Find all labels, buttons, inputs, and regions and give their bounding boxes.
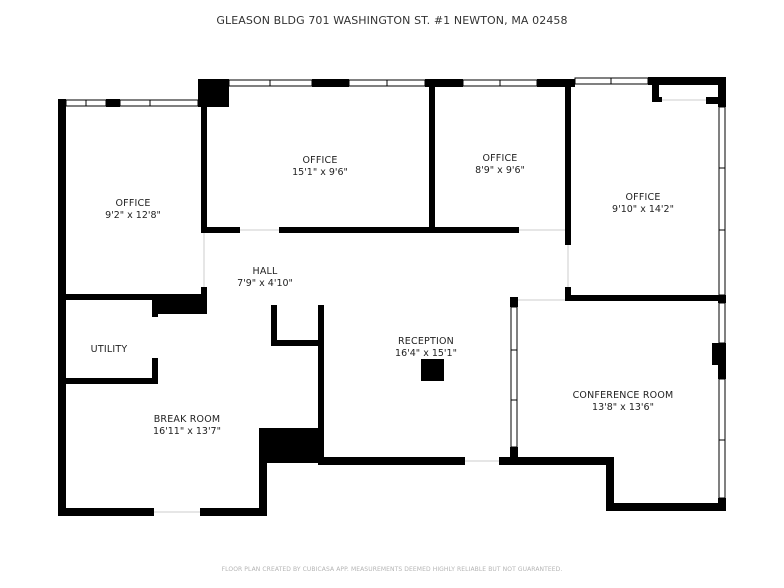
room-dimensions: 7'9" x 4'10" [237, 278, 293, 289]
room-name: OFFICE [482, 153, 518, 164]
room-label-office-right: OFFICE 9'10" x 14'2" [612, 192, 674, 216]
room-dimensions: 15'1" x 9'6" [292, 167, 348, 178]
room-dimensions: 16'4" x 15'1" [395, 348, 457, 359]
room-name: OFFICE [302, 155, 338, 166]
room-dimensions: 9'2" x 12'8" [105, 210, 161, 221]
room-name: OFFICE [625, 192, 661, 203]
room-dimensions: 16'11" x 13'7" [153, 426, 221, 437]
room-dimensions: 13'8" x 13'6" [592, 402, 654, 413]
room-name: CONFERENCE ROOM [572, 390, 674, 401]
floor-plan-title: GLEASON BLDG 701 WASHINGTON ST. #1 NEWTO… [216, 14, 568, 27]
door-openings [154, 99, 706, 513]
room-label-office-left: OFFICE 9'2" x 12'8" [105, 198, 161, 222]
room-dimensions: 9'10" x 14'2" [612, 204, 674, 215]
room-label-reception: RECEPTION 16'4" x 15'1" [395, 336, 457, 360]
room-label-office-small: OFFICE 8'9" x 9'6" [475, 153, 525, 177]
room-label-hall: HALL 7'9" x 4'10" [237, 266, 293, 290]
room-name: UTILITY [90, 344, 128, 355]
room-name: OFFICE [115, 198, 151, 209]
disclaimer-footer: FLOOR PLAN CREATED BY CUBICASA APP. MEAS… [221, 566, 563, 573]
room-name: HALL [252, 266, 278, 277]
room-name: BREAK ROOM [153, 414, 221, 425]
window-mullions [85, 78, 725, 441]
room-label-break-room: BREAK ROOM 16'11" x 13'7" [153, 414, 221, 438]
room-dimensions: 8'9" x 9'6" [475, 165, 525, 176]
walls [58, 77, 726, 516]
room-label-utility: UTILITY [91, 344, 128, 356]
room-name: RECEPTION [398, 336, 454, 347]
room-label-office-center: OFFICE 15'1" x 9'6" [292, 155, 348, 179]
room-label-conference-room: CONFERENCE ROOM 13'8" x 13'6" [573, 390, 674, 414]
